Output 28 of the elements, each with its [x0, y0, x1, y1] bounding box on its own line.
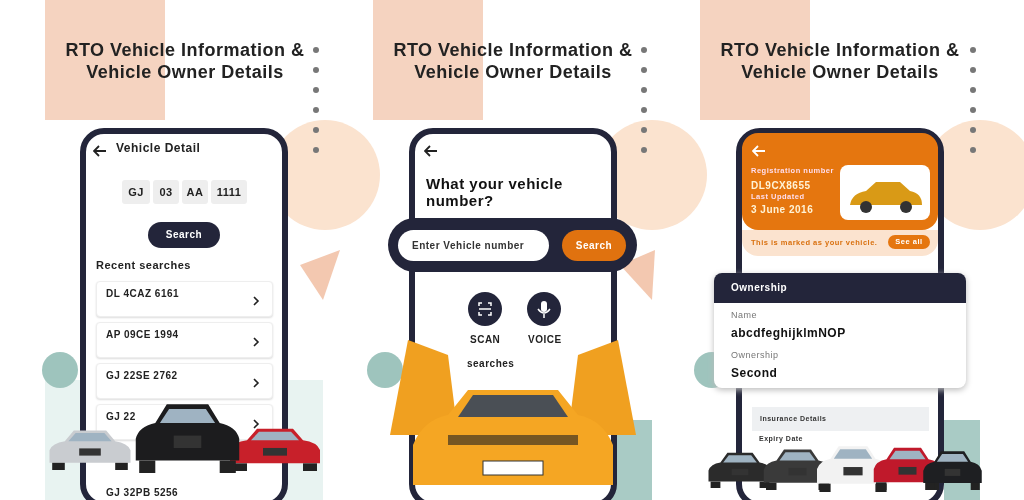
plate-number: AP 09CE 1994 [106, 329, 179, 341]
question-heading: What your vehicle number? [426, 175, 564, 210]
card-heading: Ownership [731, 282, 788, 294]
section-heading: searches [467, 358, 515, 370]
screen-title: Vehicle Detail [116, 142, 201, 156]
plate-field: GJ [122, 180, 150, 204]
icon-caption: VOICE [528, 334, 562, 346]
plate-number: DL 4CAZ 6161 [106, 288, 180, 300]
ownership-value: Second [731, 367, 778, 381]
plate-field: AA [182, 180, 208, 204]
panel-title: RTO Vehicle Information & Vehicle Owner Details [719, 40, 961, 84]
plate-number: GJ 22SE 2762 [106, 370, 178, 382]
icon-caption: SCAN [470, 334, 501, 346]
date-value: 3 June 2016 [751, 204, 814, 216]
input-field: Enter Vehicle number [398, 230, 549, 261]
name-value: abcdfeghijklmNOP [731, 327, 846, 341]
section-heading: Recent searches [96, 259, 191, 272]
search-button: Search [562, 230, 626, 261]
search-button: Search [148, 222, 220, 248]
panel-title: RTO Vehicle Information & Vehicle Owner Details [64, 40, 306, 84]
field-label: Name [731, 310, 757, 321]
registration-number: DL9CX8655 [751, 180, 811, 192]
plate-number: GJ 22 [106, 411, 136, 423]
plate-field: 1111 [211, 180, 247, 204]
panel-title: RTO Vehicle Information & Vehicle Owner Details [392, 40, 634, 84]
field-label: Ownership [731, 350, 779, 361]
plate-number: GJ 32PB 5256 [106, 487, 179, 499]
plate-field: 03 [153, 180, 179, 204]
